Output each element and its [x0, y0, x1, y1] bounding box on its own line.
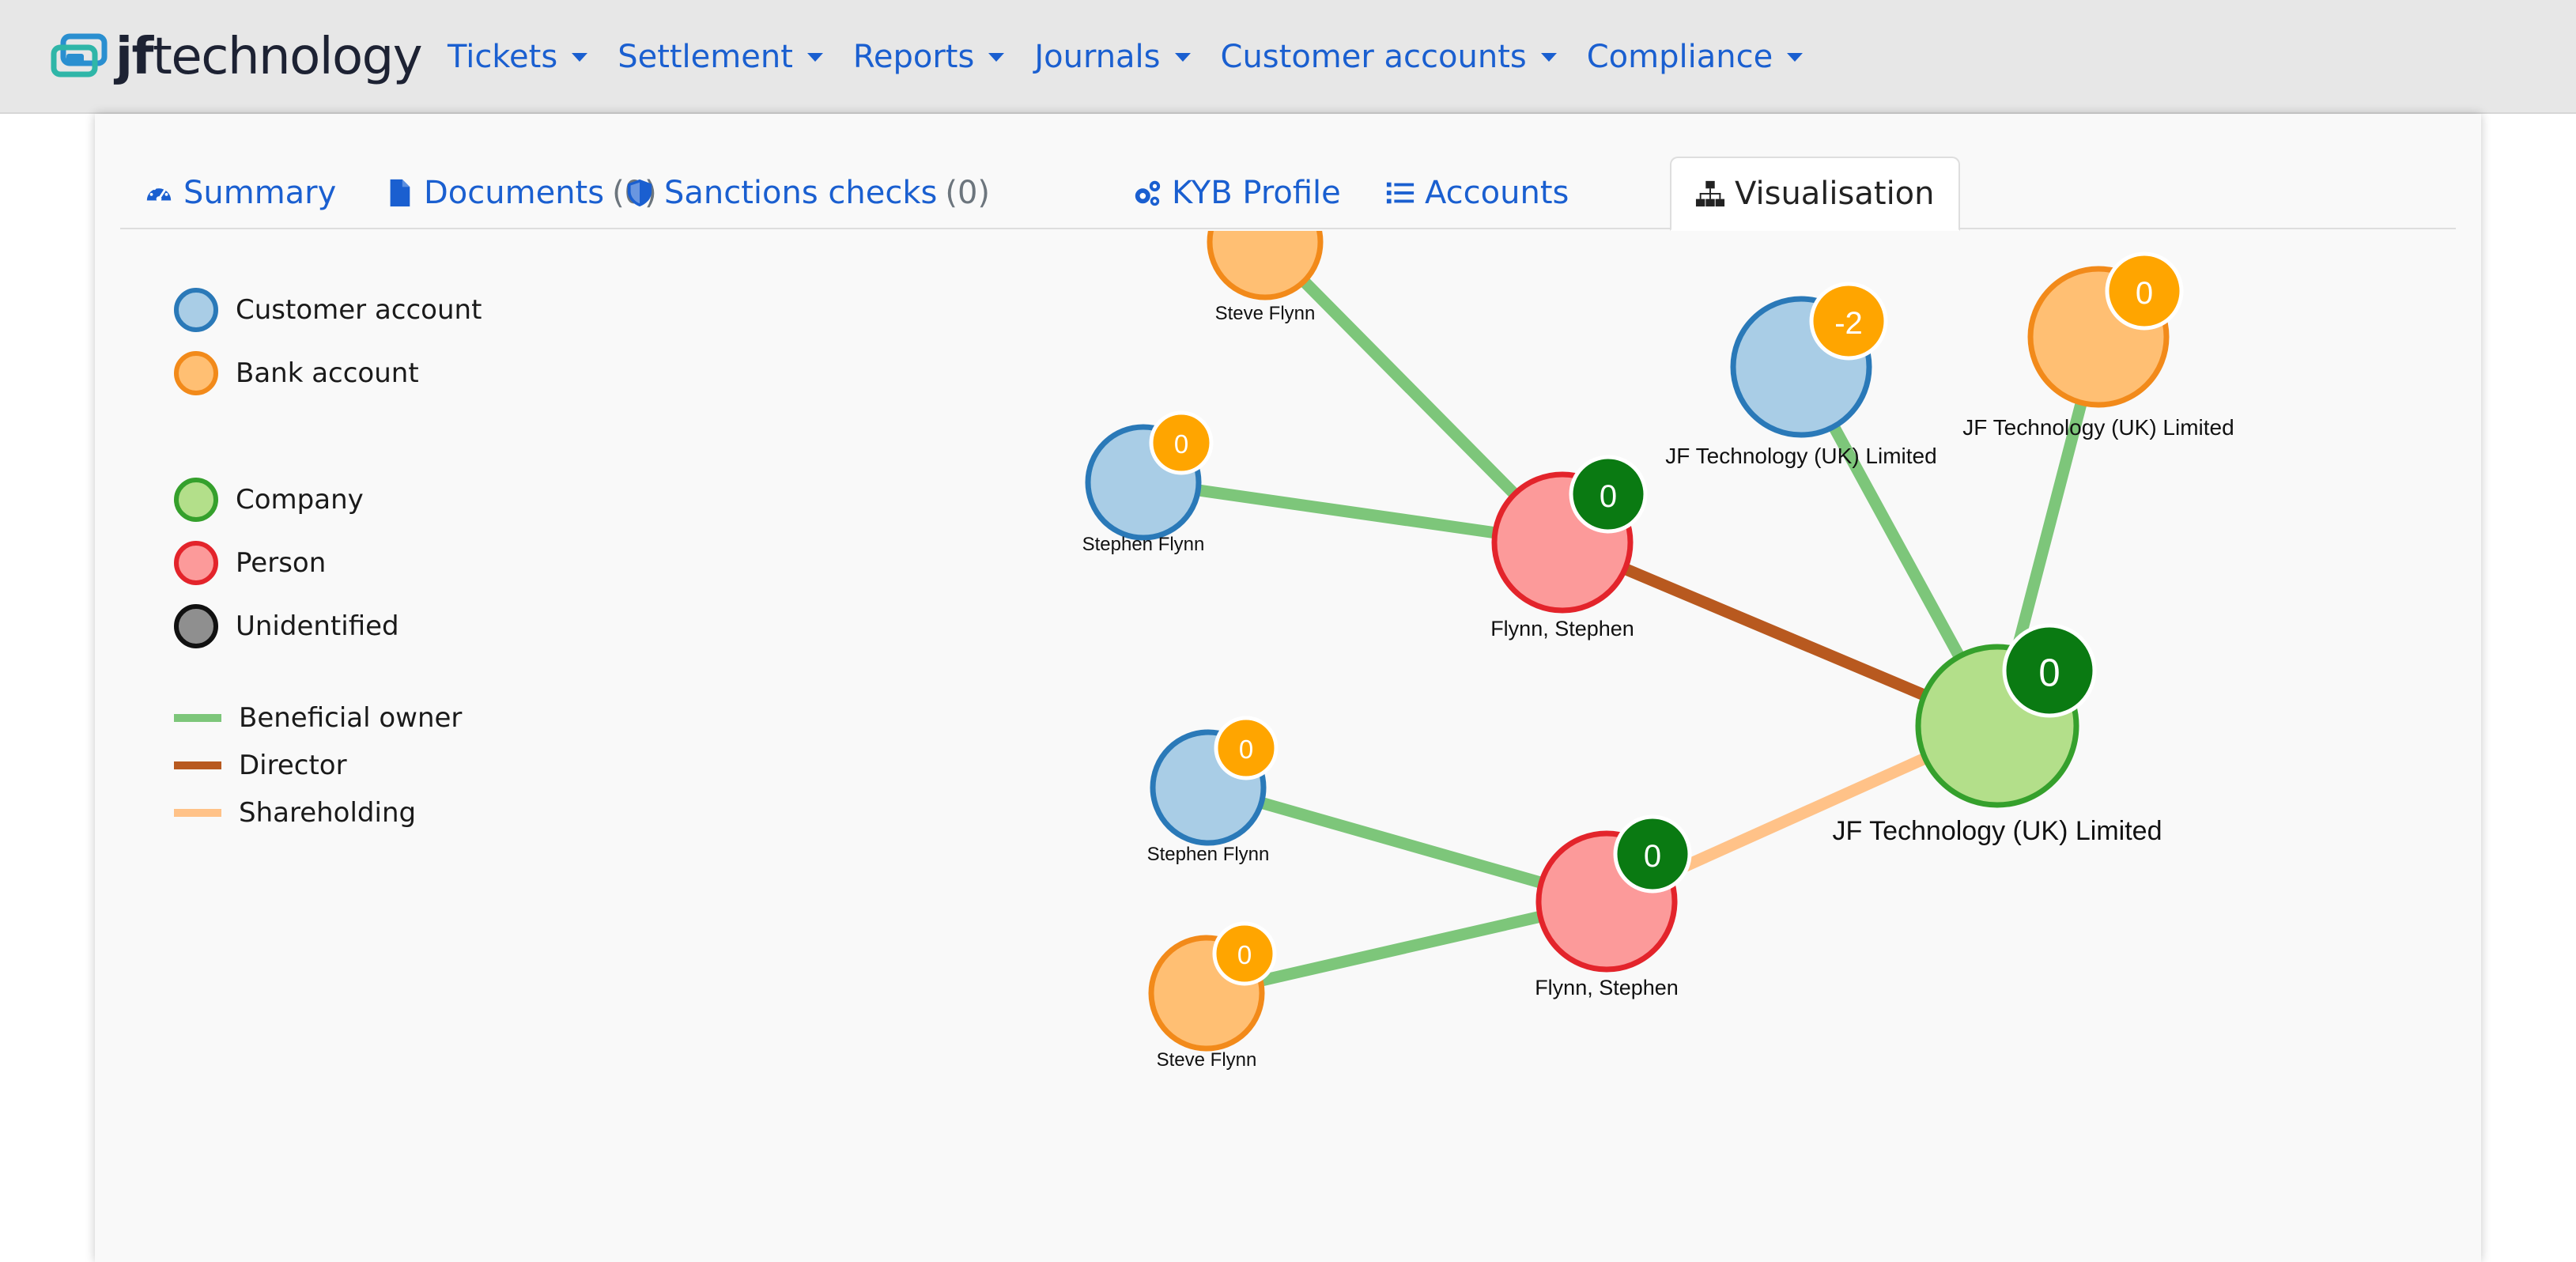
node-label: Stephen Flynn	[1082, 534, 1205, 555]
badge-value: 0	[1600, 479, 1617, 514]
bank-account-swatch	[174, 351, 218, 395]
unidentified-swatch	[174, 604, 218, 648]
badge-circle	[2105, 251, 2184, 331]
legend-item-bank-account: Bank account	[174, 351, 419, 395]
badge-circle	[1613, 814, 1692, 894]
beneficial-owner-line-swatch	[174, 714, 221, 722]
chevron-down-icon	[1174, 52, 1191, 62]
badge-value: 0	[2136, 276, 2153, 311]
badge-circle	[1809, 281, 1888, 361]
nav-tickets[interactable]: Tickets	[448, 32, 588, 82]
node-label: JF Technology (UK) Limited	[1833, 816, 2162, 846]
node-balance-badge: -2	[1809, 281, 1888, 361]
node-circle	[1207, 231, 1324, 300]
chevron-down-icon	[1787, 52, 1804, 62]
chevron-down-icon	[988, 52, 1005, 62]
legend-item-beneficial-owner: Beneficial owner	[174, 702, 462, 734]
badge-value: 0	[1237, 940, 1252, 969]
customer-account-swatch	[174, 288, 218, 332]
top-navbar: jftechnology Tickets Settlement Reports …	[0, 0, 2576, 114]
graph-node-person[interactable]: Flynn, Stephen 0	[1535, 814, 1692, 999]
shareholding-line-swatch	[174, 809, 221, 817]
legend-item-company: Company	[174, 478, 364, 522]
badge-value: 0	[1174, 429, 1188, 459]
legend-item-shareholding: Shareholding	[174, 797, 416, 829]
nav-customer-accounts[interactable]: Customer accounts	[1221, 32, 1557, 82]
brand-logo[interactable]: jftechnology	[49, 24, 423, 90]
node-balance-badge: 0	[1214, 716, 1279, 780]
graph-node-customer-account[interactable]: Stephen Flynn 0	[1082, 410, 1214, 555]
badge-circle	[1212, 921, 1277, 986]
badge-circle	[1214, 716, 1279, 780]
logo-icon	[51, 33, 108, 77]
node-label: Stephen Flynn	[1147, 844, 1270, 865]
graph-node-customer-account[interactable]: Stephen Flynn 0	[1147, 716, 1279, 865]
node-label: Steve Flynn	[1157, 1049, 1257, 1071]
brand-name: jftechnology	[115, 28, 423, 86]
tab-sanctions-checks[interactable]: Sanctions checks(0)	[601, 157, 1014, 229]
nav-journals[interactable]: Journals	[1034, 32, 1191, 82]
shield-icon	[627, 179, 652, 207]
node-label: JF Technology (UK) Limited	[1962, 415, 2234, 440]
nav-compliance[interactable]: Compliance	[1587, 32, 1804, 82]
graph-node-company[interactable]: JF Technology (UK) Limited 0	[1833, 623, 2162, 846]
chevron-down-icon	[572, 52, 588, 62]
badge-circle	[1569, 455, 1648, 534]
badge-value: 0	[1644, 839, 1661, 874]
badge-value: 0	[1239, 735, 1253, 764]
legend-item-customer-account: Customer account	[174, 288, 482, 332]
node-balance-badge: 0	[1149, 410, 1214, 475]
node-label: Steve Flynn	[1215, 303, 1316, 324]
graph-node-customer-account[interactable]: JF Technology (UK) Limited -2	[1665, 281, 1937, 468]
badge-circle	[1149, 410, 1214, 475]
legend-item-unidentified: Unidentified	[174, 604, 399, 648]
node-balance-badge: 0	[1212, 921, 1277, 986]
graph-node-person[interactable]: Flynn, Stephen 0	[1490, 455, 1648, 640]
legend-item-director: Director	[174, 750, 347, 781]
list-icon	[1386, 182, 1415, 204]
node-balance-badge: 0	[1613, 814, 1692, 894]
main-panel: Summary Documents(0) Sanctions checks(0)	[95, 114, 2481, 1262]
tab-kyb-profile[interactable]: KYB Profile	[1109, 157, 1365, 229]
node-label: Flynn, Stephen	[1535, 976, 1679, 999]
node-balance-badge: 0	[2105, 251, 2184, 331]
nav-settlement[interactable]: Settlement	[618, 32, 823, 82]
tab-summary[interactable]: Summary	[120, 157, 360, 229]
file-icon	[390, 179, 410, 207]
badge-circle	[2002, 623, 2097, 718]
graph-node-bank-account[interactable]: Steve Flynn	[1207, 187, 1324, 324]
chevron-down-icon	[1540, 52, 1557, 62]
badge-value: 0	[2038, 652, 2060, 694]
node-label: Flynn, Stephen	[1490, 617, 1634, 640]
tab-visualisation[interactable]: Visualisation	[1670, 157, 1960, 231]
legend-item-person: Person	[174, 541, 326, 585]
person-swatch	[174, 541, 218, 585]
chevron-down-icon	[806, 52, 823, 62]
sitemap-icon	[1695, 180, 1725, 207]
main-nav-menu: Tickets Settlement Reports Journals Cust…	[448, 32, 1833, 82]
badge-value: -2	[1834, 306, 1863, 341]
tab-bar: Summary Documents(0) Sanctions checks(0)	[120, 157, 2456, 231]
director-line-swatch	[174, 761, 221, 769]
node-balance-badge: 0	[2002, 623, 2097, 718]
node-balance-badge: 0	[1569, 455, 1648, 534]
node-label: JF Technology (UK) Limited	[1665, 444, 1936, 468]
graph-node-bank-account[interactable]: JF Technology (UK) Limited 0	[1962, 251, 2234, 440]
dashboard-icon	[146, 184, 172, 202]
graph-node-bank-account[interactable]: Steve Flynn 0	[1148, 921, 1277, 1071]
nav-reports[interactable]: Reports	[853, 32, 1005, 82]
company-swatch	[174, 478, 218, 522]
tab-accounts[interactable]: Accounts	[1362, 157, 1592, 229]
gears-icon	[1135, 180, 1161, 206]
